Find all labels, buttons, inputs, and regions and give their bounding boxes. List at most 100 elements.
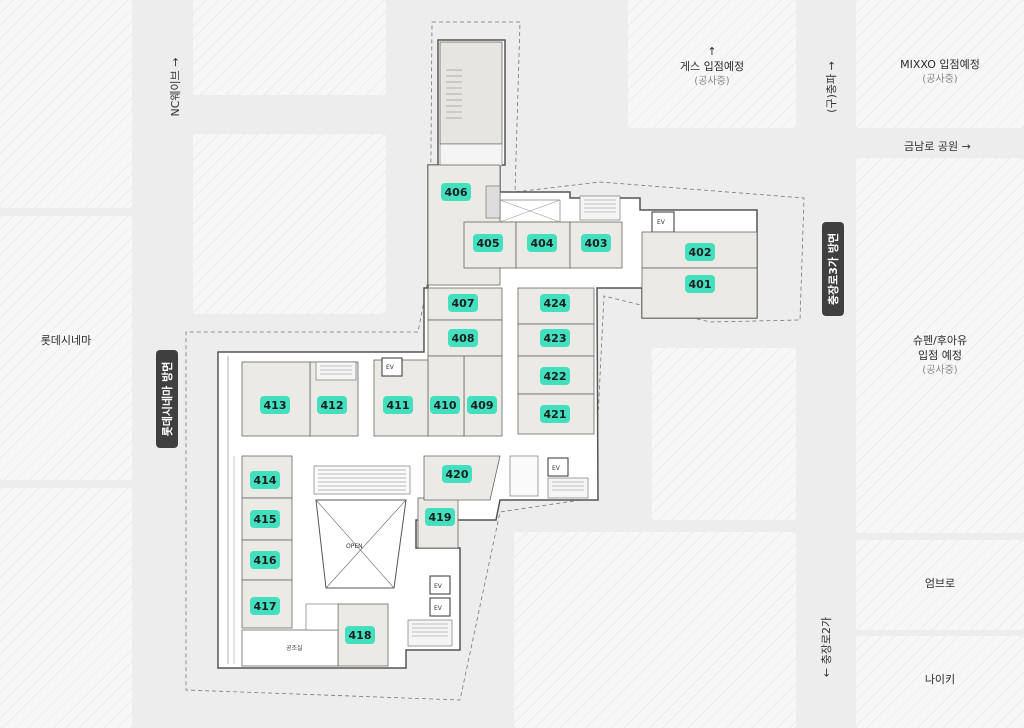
unit-424-label: 424	[544, 297, 567, 310]
ev-box	[429, 575, 451, 595]
shupen-status: (공사중)	[922, 365, 958, 376]
ev-box	[381, 357, 403, 377]
unit-424-badge[interactable]	[540, 294, 570, 312]
ev-label: EV	[552, 465, 561, 472]
unit-407-label: 407	[452, 297, 475, 310]
unit-416-label: 416	[254, 554, 277, 567]
ev-label: EV	[434, 605, 443, 612]
mixxo-name: MIXXO 입점예정	[900, 58, 980, 71]
ev-label: EV	[434, 583, 443, 590]
lotte-cinema-label: 롯데시네마	[40, 334, 92, 347]
city-block	[856, 540, 1024, 630]
unit-403-badge[interactable]	[581, 234, 611, 252]
unit-416-badge[interactable]	[250, 551, 280, 569]
unit-423-label: 423	[544, 332, 567, 345]
restroom	[509, 455, 539, 497]
umbro-label: 엄브로	[924, 577, 956, 590]
escalator	[313, 465, 411, 495]
city-block	[193, 134, 386, 314]
unit-406-badge[interactable]	[441, 183, 471, 201]
unit-411-badge[interactable]	[383, 396, 413, 414]
unit-417-label: 417	[254, 600, 277, 613]
mixxo-store-label: MIXXO 입점예정 (공사중)	[876, 57, 1004, 87]
unit-408-badge[interactable]	[448, 329, 478, 347]
stair-top	[439, 41, 503, 145]
unit-404-badge[interactable]	[527, 234, 557, 252]
stair-bottom	[407, 619, 453, 647]
unit-badges: 4014024034044054064074084094104114124134…	[250, 183, 715, 644]
unit-406-strip	[485, 185, 501, 219]
unit-415-badge[interactable]	[250, 510, 280, 528]
unit-420-label: 420	[446, 468, 469, 481]
ev-box	[429, 597, 451, 617]
shupen-store-label: 슈펜/후아유 입점 예정 (공사중)	[880, 333, 1000, 378]
city-block	[652, 348, 796, 520]
unit-402-badge[interactable]	[685, 243, 715, 261]
open-label: OPEN	[346, 543, 363, 550]
ev-label: EV	[386, 364, 395, 371]
city-block	[0, 216, 132, 480]
unit-415-label: 415	[254, 513, 277, 526]
unit-410-label: 410	[434, 399, 457, 412]
mechanical-room	[241, 629, 339, 667]
unit-409-badge[interactable]	[467, 396, 497, 414]
city-block	[193, 0, 386, 95]
unit-407-badge[interactable]	[448, 294, 478, 312]
stair-top-inner	[439, 143, 503, 167]
nc-wave-text: NC웨이브	[169, 70, 182, 117]
unit-408-label: 408	[452, 332, 475, 345]
unit-404-label: 404	[531, 237, 554, 250]
unit-405-badge[interactable]	[473, 234, 503, 252]
unit-421-badge[interactable]	[540, 405, 570, 423]
unit-419-label: 419	[429, 511, 452, 524]
unit-423-badge[interactable]	[540, 329, 570, 347]
unit-405-label: 405	[477, 237, 500, 250]
city-block	[628, 0, 796, 128]
unit-414-badge[interactable]	[250, 471, 280, 489]
unit-403-label: 403	[585, 237, 608, 250]
unit-418-badge[interactable]	[345, 626, 375, 644]
unit-419-badge[interactable]	[425, 508, 455, 526]
unit-413-label: 413	[264, 399, 287, 412]
unit-401-label: 401	[689, 278, 712, 291]
city-block	[514, 532, 796, 728]
unit-412-badge[interactable]	[317, 396, 347, 414]
shupen-line1: 슈펜/후아유	[912, 334, 968, 347]
up-arrow-icon: ↑	[707, 45, 717, 58]
nike-label: 나이키	[924, 673, 956, 686]
chungjangro3-exit-badge: 충장로3가 방면	[822, 222, 844, 316]
old-chungpa-text: (구)충파	[825, 73, 838, 113]
chungjangro2-label: ← 충장로2가	[820, 616, 833, 678]
unit-410-badge[interactable]	[430, 396, 460, 414]
unit-402-label: 402	[689, 246, 712, 259]
city-block	[856, 0, 1024, 128]
unit-411-label: 411	[387, 399, 410, 412]
unit-414-label: 414	[254, 474, 277, 487]
unit-422-badge[interactable]	[540, 367, 570, 385]
nc-wave-label: NC웨이브 →	[169, 57, 182, 117]
guess-name: 게스 입점예정	[679, 60, 745, 73]
unit-409-label: 409	[471, 399, 494, 412]
unit-422-label: 422	[544, 370, 567, 383]
guess-store-label: ↑ 게스 입점예정 (공사중)	[650, 44, 774, 89]
shupen-line2: 입점 예정	[918, 349, 962, 362]
geumnamro-park-label: 금남로 공원 →	[904, 140, 971, 153]
lotte-cinema-exit-badge: 롯데시네마 방면	[156, 350, 178, 448]
unit-418-label: 418	[349, 629, 372, 642]
stair-right	[547, 477, 589, 499]
city-block	[0, 488, 132, 728]
unit-413-badge[interactable]	[260, 396, 290, 414]
unit-421-label: 421	[544, 408, 567, 421]
unit-422-room	[517, 355, 595, 395]
guess-status: (공사중)	[694, 76, 730, 87]
unit-412-label: 412	[321, 399, 344, 412]
store-block	[305, 603, 339, 631]
mechanical-room-label: 공조실	[286, 644, 303, 652]
unit-420-badge[interactable]	[442, 465, 472, 483]
unit-401-badge[interactable]	[685, 275, 715, 293]
mixxo-status: (공사중)	[922, 74, 958, 85]
unit-417-badge[interactable]	[250, 597, 280, 615]
ev-box	[547, 457, 569, 477]
old-chungpa-label: (구)충파 →	[825, 61, 838, 113]
